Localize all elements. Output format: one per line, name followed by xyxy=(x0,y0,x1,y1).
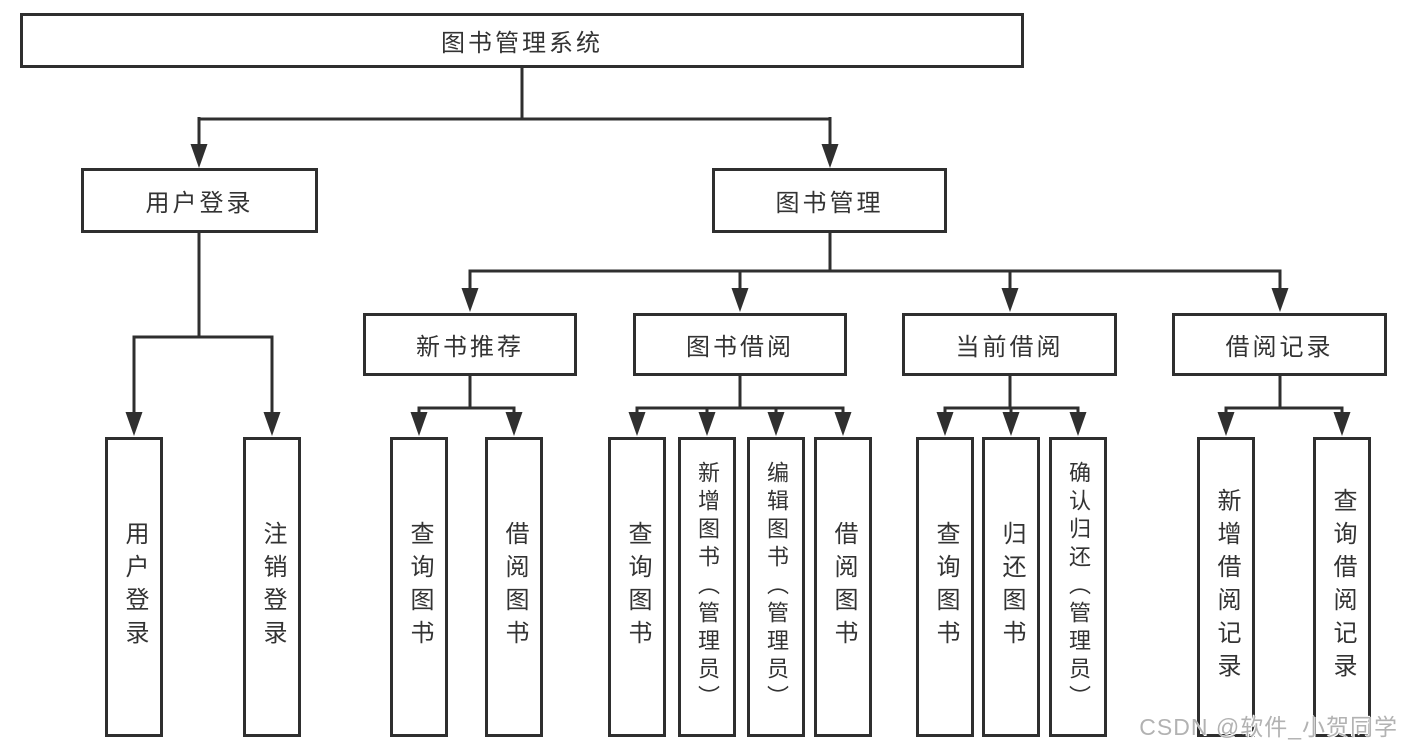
node-nbr-borrow: 借阅图书 xyxy=(485,437,543,737)
node-book-borrow: 图书借阅 xyxy=(633,313,847,376)
node-br-query: 查询借阅记录 xyxy=(1313,437,1371,737)
node-cb-query-label: 查询图书 xyxy=(932,521,959,653)
node-bb-edit: 编辑图书（管理员） xyxy=(747,437,805,737)
node-book-mgmt-label: 图书管理 xyxy=(775,190,884,217)
node-bb-add: 新增图书（管理员） xyxy=(678,437,736,737)
node-logout: 注销登录 xyxy=(243,437,301,737)
node-new-book-rec: 新书推荐 xyxy=(363,313,577,376)
node-cb-return: 归还图书 xyxy=(982,437,1040,737)
node-cb-return-label: 归还图书 xyxy=(998,521,1025,653)
node-book-borrow-label: 图书借阅 xyxy=(686,334,794,361)
node-cb-query: 查询图书 xyxy=(916,437,974,737)
node-br-add: 新增借阅记录 xyxy=(1197,437,1255,737)
node-root-label: 图书管理系统 xyxy=(441,30,603,57)
node-new-book-rec-label: 新书推荐 xyxy=(416,334,524,361)
node-bb-borrow-label: 借阅图书 xyxy=(830,521,857,653)
node-nbr-borrow-label: 借阅图书 xyxy=(501,521,528,653)
node-bb-edit-label: 编辑图书（管理员） xyxy=(764,461,789,713)
node-cb-confirm: 确认归还（管理员） xyxy=(1049,437,1107,737)
node-current-borrow: 当前借阅 xyxy=(902,313,1117,376)
node-bb-add-label: 新增图书（管理员） xyxy=(695,461,720,713)
node-nbr-query-label: 查询图书 xyxy=(406,521,433,653)
node-login: 用户登录 xyxy=(105,437,163,737)
node-user-login-label: 用户登录 xyxy=(145,190,254,217)
node-user-login: 用户登录 xyxy=(81,168,318,233)
node-bb-borrow: 借阅图书 xyxy=(814,437,872,737)
node-cb-confirm-label: 确认归还（管理员） xyxy=(1066,461,1091,713)
node-borrow-records-label: 借阅记录 xyxy=(1225,334,1334,361)
node-borrow-records: 借阅记录 xyxy=(1172,313,1387,376)
arrowheads xyxy=(125,144,1351,436)
node-bb-query-label: 查询图书 xyxy=(624,521,651,653)
node-login-label: 用户登录 xyxy=(121,521,148,653)
node-br-add-label: 新增借阅记录 xyxy=(1213,488,1240,686)
node-logout-label: 注销登录 xyxy=(259,521,286,653)
node-current-borrow-label: 当前借阅 xyxy=(955,334,1064,361)
node-nbr-query: 查询图书 xyxy=(390,437,448,737)
node-bb-query: 查询图书 xyxy=(608,437,666,737)
node-book-mgmt: 图书管理 xyxy=(712,168,947,233)
node-br-query-label: 查询借阅记录 xyxy=(1329,488,1356,686)
node-root: 图书管理系统 xyxy=(20,13,1024,68)
watermark: CSDN @软件_小贺同学 xyxy=(1139,714,1398,740)
